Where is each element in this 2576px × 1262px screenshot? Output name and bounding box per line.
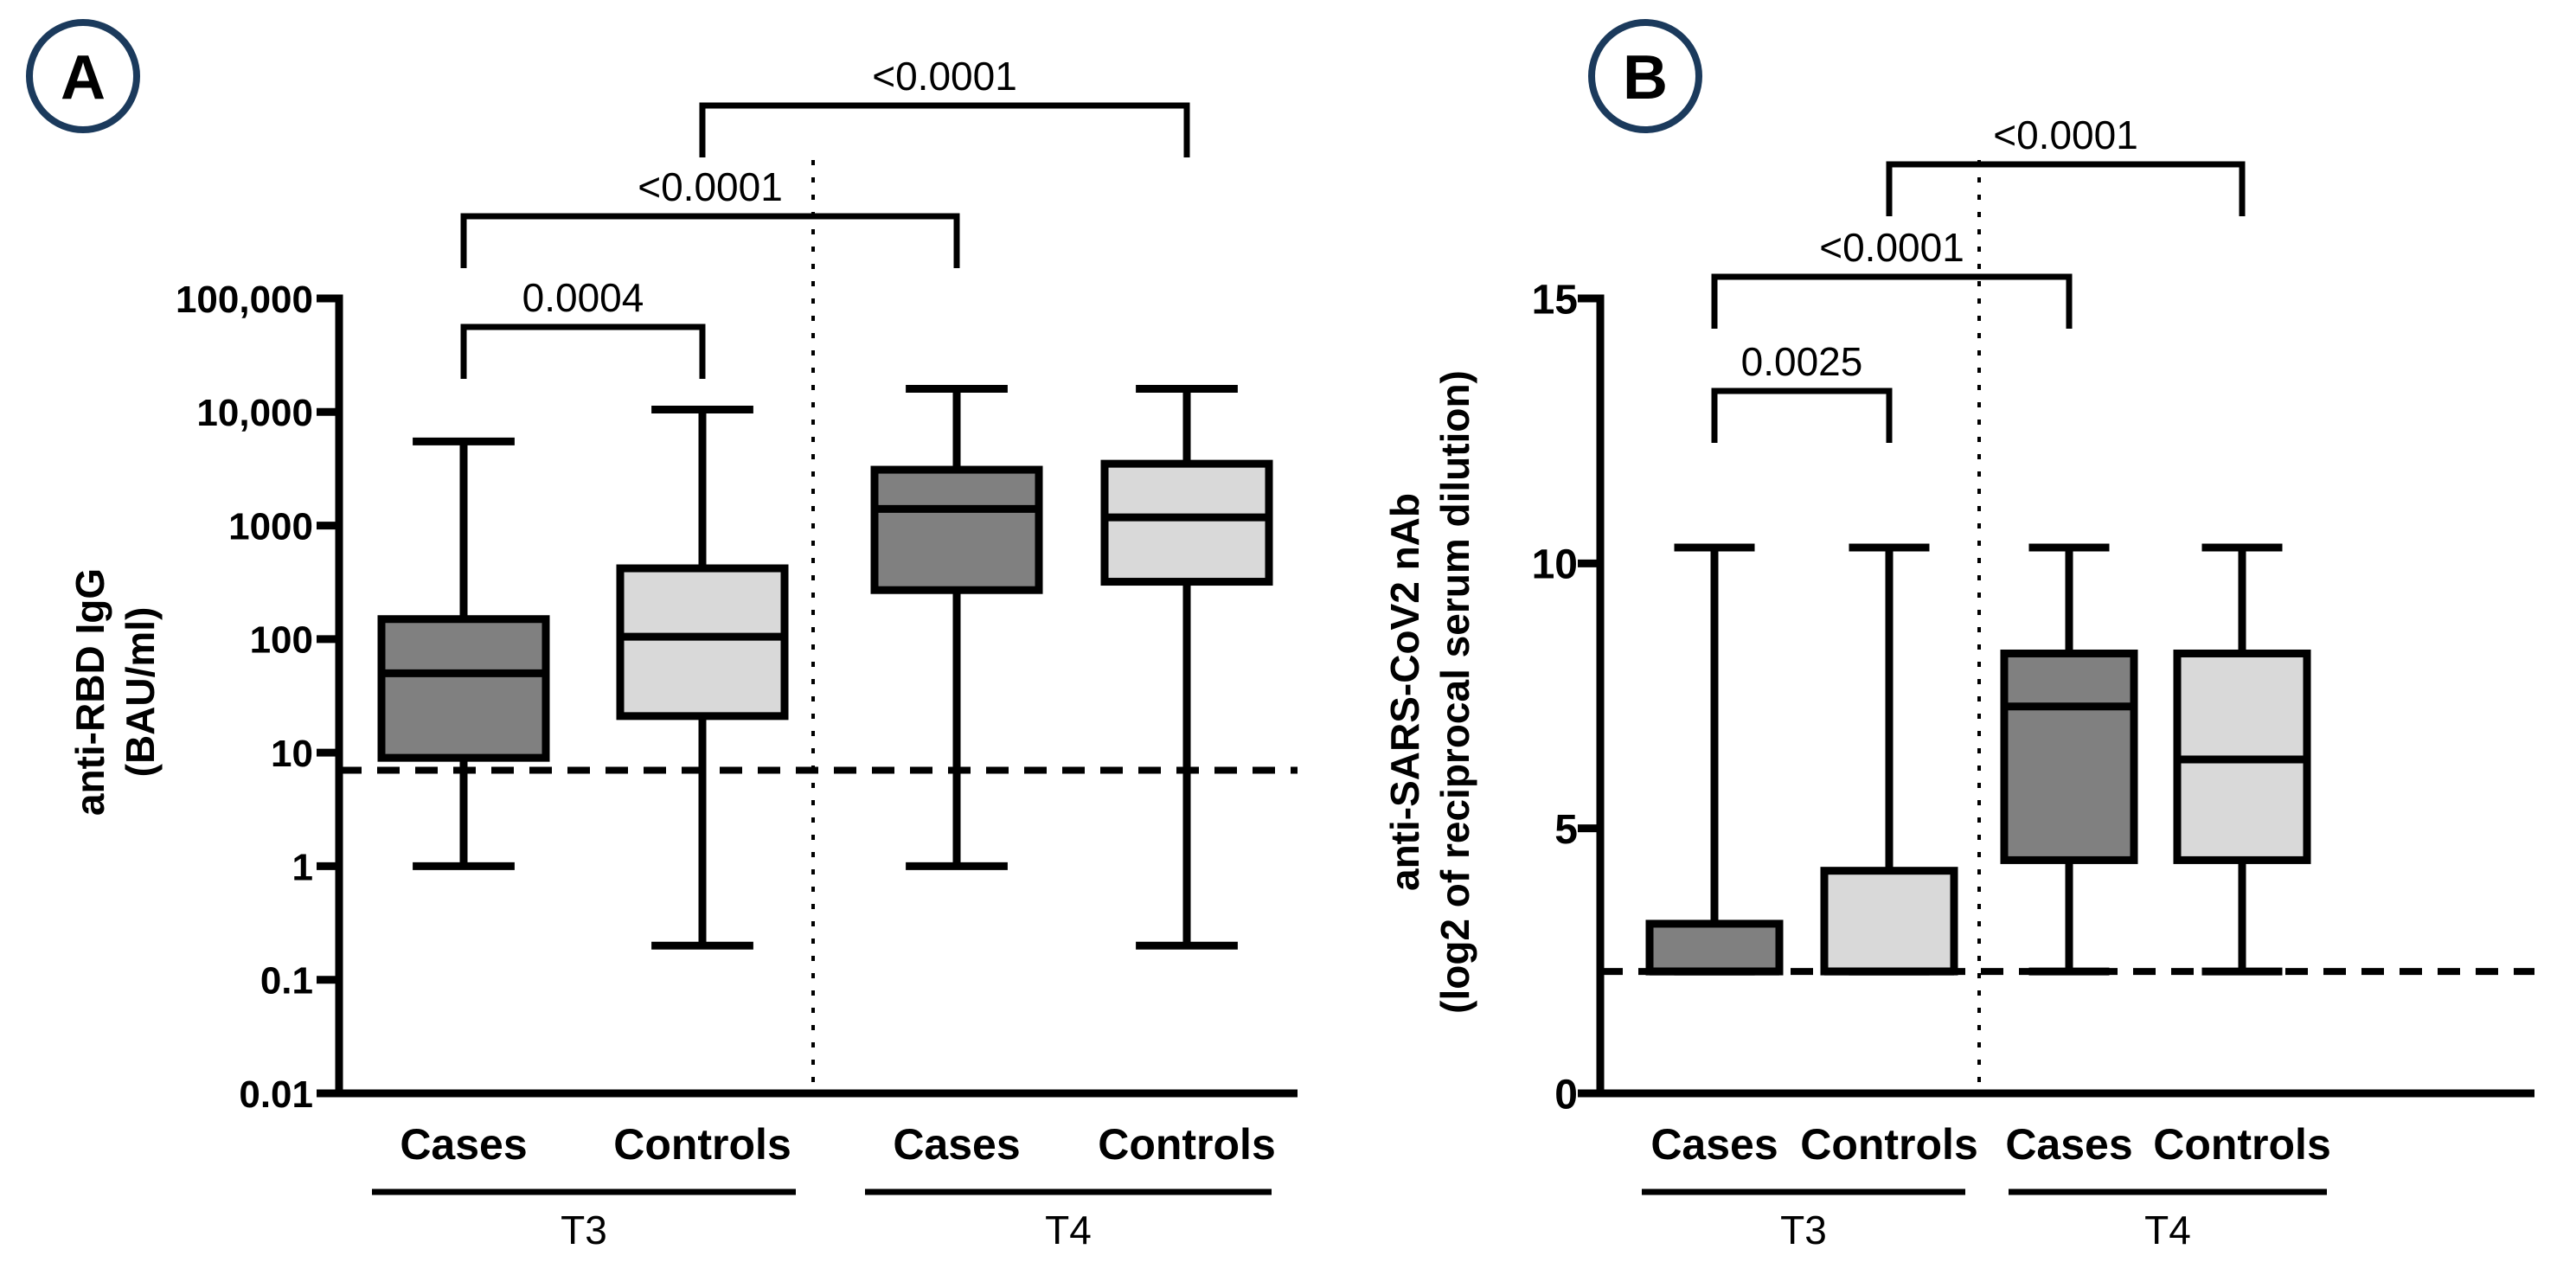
significance-bracket: <0.0001 [1711,225,2073,329]
panel-badge: A [26,19,140,133]
box-plot [616,406,789,950]
box-body [870,465,1043,594]
y-axis-tick-label: 100 [250,619,313,662]
y-axis-tick-label: 10,000 [196,392,313,434]
box-plot [2000,543,2138,976]
x-axis-category-label: Controls [1800,1120,1978,1169]
bracket-path [1886,161,2246,216]
significance-bracket: 0.0004 [460,275,706,379]
box-plot [1100,384,1273,950]
p-value-label: <0.0001 [1819,225,1964,270]
panel-badge: B [1588,19,1702,133]
y-axis-label-line1: anti-RBD IgG [67,568,112,816]
panel-badge-label: B [1623,43,1668,112]
x-axis-category-label: Cases [1650,1120,1778,1169]
significance-bracket: <0.0001 [1886,112,2246,216]
panel-badge-circle [26,19,140,133]
bracket-path [460,324,706,379]
box-body [616,564,789,721]
y-axis-tick-label: 15 [1532,277,1578,323]
bracket-path [1711,388,1893,443]
panel-badge-label: A [61,43,106,112]
box-body [2000,649,2138,864]
box-body [377,615,550,762]
p-value-label: <0.0001 [638,164,783,209]
x-axis-category-label: Controls [1098,1120,1276,1169]
y-axis-label-line2: (log2 of reciprocal serum dilution) [1432,370,1477,1014]
y-axis-tick-label: 0 [1554,1072,1578,1118]
y-axis-label-line1: anti-SARS-CoV2 nAb [1382,493,1427,891]
y-axis-label: anti-RBD IgG(BAU/ml) [67,568,163,816]
x-axis-category-label: Controls [613,1120,791,1169]
p-value-label: <0.0001 [1993,112,2138,157]
p-value-label: <0.0001 [872,54,1017,99]
box-body [1820,867,1958,976]
p-value-label: 0.0025 [1741,339,1863,384]
box-plot [1820,543,1958,976]
panel-badge-circle [1588,19,1702,133]
bracket-path [1711,273,2073,329]
group-label: T3 [561,1208,607,1252]
box-body [1100,459,1273,586]
y-axis-tick-label: 10 [1532,542,1578,588]
significance-bracket: <0.0001 [460,164,960,268]
significance-bracket: <0.0001 [699,54,1190,157]
bracket-path [699,102,1190,157]
bracket-path [460,213,960,268]
group-label: T4 [1045,1208,1092,1252]
x-axis-category-label: Controls [2153,1120,2331,1169]
y-axis-tick-label: 1 [292,846,313,888]
y-axis-label: anti-SARS-CoV2 nAb(log2 of reciprocal se… [1382,370,1477,1014]
x-axis-category-label: Cases [400,1120,527,1169]
y-axis-tick-label: 5 [1554,807,1578,853]
box-plot [870,384,1043,870]
y-axis-tick-label: 0.1 [260,960,313,1003]
group-label: T3 [1780,1208,1827,1252]
y-axis-tick-label: 1000 [228,505,313,548]
group-label: T4 [2144,1208,2191,1252]
y-axis-tick-label: 0.01 [239,1073,313,1116]
significance-bracket: 0.0025 [1711,339,1893,443]
y-axis-tick-label: 100,000 [176,279,313,321]
box-plot [2173,543,2311,976]
y-axis-tick-label: 10 [271,733,313,775]
box-body [1645,919,1784,976]
box-plot [377,437,550,870]
x-axis-category-label: Cases [893,1120,1020,1169]
p-value-label: 0.0004 [522,275,644,320]
x-axis-category-label: Cases [2005,1120,2132,1169]
box-plot [1645,543,1784,976]
y-axis-label-line2: (BAU/ml) [118,607,163,778]
